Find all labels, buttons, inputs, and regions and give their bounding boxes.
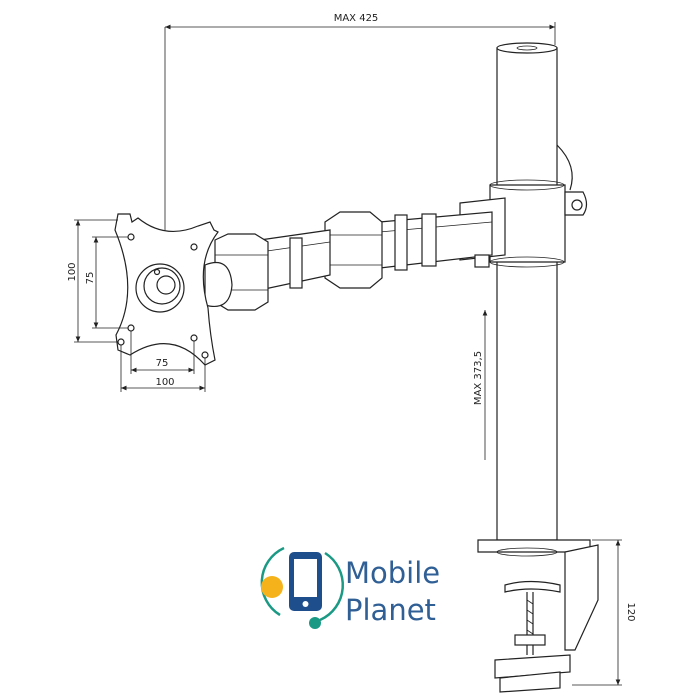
dimension-clamp-range: 120 <box>572 539 636 686</box>
vesa-outer-vertical-label: 100 <box>67 262 78 281</box>
arm <box>204 197 506 311</box>
dimension-max-height: MAX 373,5 <box>473 310 488 460</box>
logo-text-line2: Planet <box>345 593 436 627</box>
max-height-label: MAX 373,5 <box>473 351 484 405</box>
dimension-max-reach: MAX 425 <box>164 13 556 238</box>
vesa-plate <box>114 213 219 366</box>
logo-text-line1: Mobile <box>345 556 440 590</box>
mobile-planet-logo: Mobile Planet <box>260 546 440 629</box>
dimension-vesa-horizontal-inner: 75 <box>130 331 195 374</box>
arm-bolt-icon <box>474 254 490 268</box>
dimension-vesa-vertical-outer: 100 <box>67 219 118 343</box>
pole-collar <box>489 179 588 268</box>
vesa-inner-horizontal-label: 75 <box>156 358 169 369</box>
dimension-vesa-horizontal-outer: 100 <box>120 345 206 392</box>
vesa-outer-horizontal-label: 100 <box>155 377 174 388</box>
pole <box>496 42 573 541</box>
max-reach-label: MAX 425 <box>334 13 379 24</box>
collar-knob-icon <box>571 199 583 211</box>
desk-clamp <box>477 539 599 693</box>
clamp-range-label: 120 <box>625 602 636 621</box>
vesa-inner-vertical-label: 75 <box>85 272 96 285</box>
dimension-vesa-vertical-inner: 75 <box>85 236 128 329</box>
